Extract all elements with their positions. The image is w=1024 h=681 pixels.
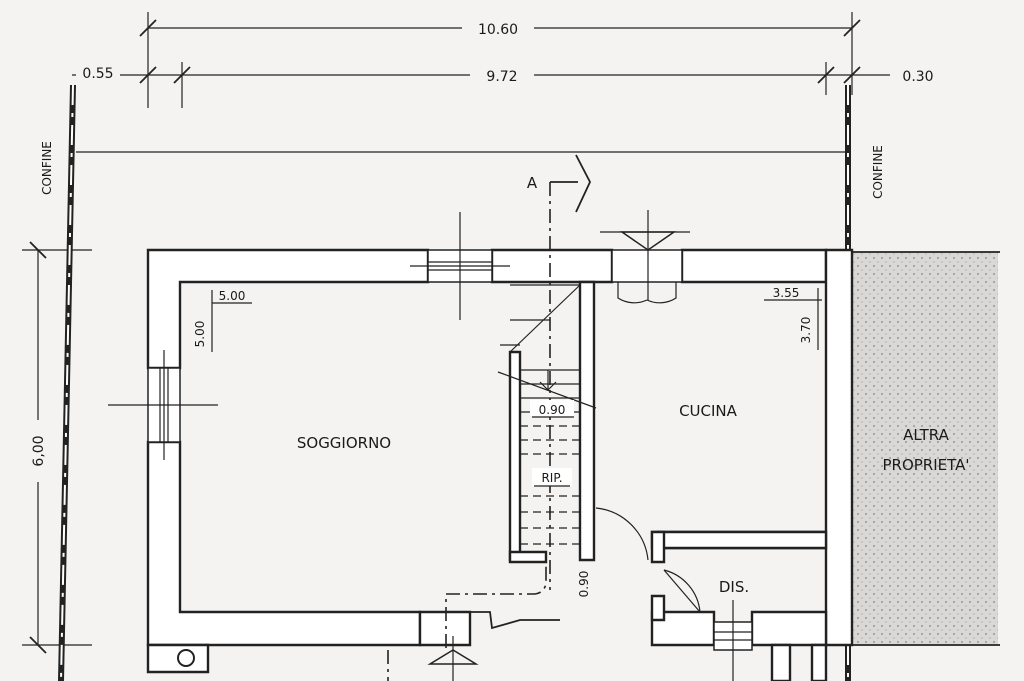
right-offset-label: 0.30 xyxy=(902,69,933,85)
room-cucina: CUCINA 3.55 3.70 xyxy=(679,286,822,420)
section-line-a: A xyxy=(445,154,592,648)
room-name-disimpegno: DIS. xyxy=(719,578,749,596)
soggiorno-height-label: 5.00 xyxy=(193,321,207,348)
main-entrance xyxy=(387,610,560,681)
room-disimpegno: DIS. 0.90 xyxy=(577,571,749,598)
inner-width-label: 9.72 xyxy=(486,69,517,85)
boundary-left-label: CONFINE xyxy=(40,141,54,195)
cucina-width-label: 3.55 xyxy=(773,286,800,300)
other-property-area: ALTRA PROPRIETA' xyxy=(826,250,1000,646)
room-name-ripostiglio: RIP. xyxy=(541,471,562,485)
room-soggiorno: SOGGIORNO 5.00 5.00 xyxy=(193,289,391,452)
boundary-left: CONFINE xyxy=(40,84,76,681)
boundary-right-label: CONFINE xyxy=(871,145,885,199)
window-left xyxy=(108,350,218,460)
soggiorno-width-label: 5.00 xyxy=(219,289,246,303)
stair-width-label: 0.90 xyxy=(539,403,566,417)
room-name-soggiorno: SOGGIORNO xyxy=(297,434,391,452)
dimension-inner-width: 9.72 0.55 0.30 xyxy=(72,62,940,108)
window-bottom-dis xyxy=(713,600,753,681)
flue-icon xyxy=(177,649,195,667)
section-marker-label: A xyxy=(527,174,538,192)
dimension-overall-width: 10.60 xyxy=(139,12,861,108)
other-property-label-2: PROPRIETA' xyxy=(882,456,969,474)
dimension-depth: 6,00 xyxy=(22,241,92,654)
exterior-walls xyxy=(146,248,854,681)
room-name-cucina: CUCINA xyxy=(679,402,738,420)
overall-width-label: 10.60 xyxy=(478,22,518,38)
kitchen-entry-door xyxy=(600,210,690,304)
room-ripostiglio: 0.90 RIP. xyxy=(530,400,574,487)
cucina-height-label: 3.70 xyxy=(799,317,813,344)
other-property-label-1: ALTRA xyxy=(903,426,950,444)
interior-walls xyxy=(508,280,828,622)
door-disimpegno xyxy=(593,507,701,613)
door-width-label: 0.90 xyxy=(577,571,591,598)
window-top-left xyxy=(410,212,510,320)
depth-label: 6,00 xyxy=(31,435,47,466)
left-offset-label: 0.55 xyxy=(82,66,113,82)
